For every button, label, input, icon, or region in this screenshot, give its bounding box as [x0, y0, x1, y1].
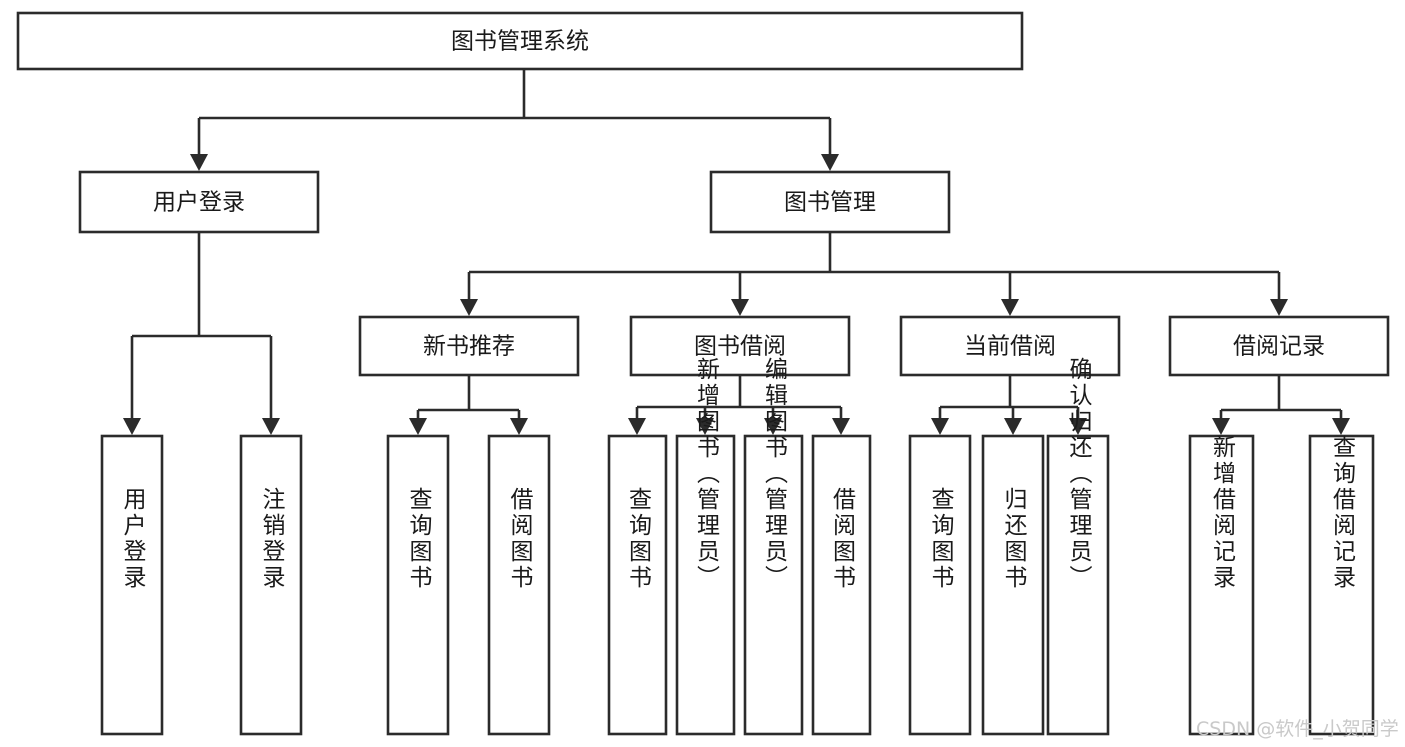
node-box-edit-book[interactable] — [743, 434, 804, 736]
node-box-query-book-2[interactable] — [607, 434, 668, 736]
arrow-down-icon — [1270, 299, 1288, 316]
node-query-borrow-record[interactable]: 查询借阅记录 — [1308, 434, 1375, 736]
node-borrow-book-1[interactable]: 借阅图书 — [487, 434, 551, 736]
arrow-down-icon — [123, 418, 141, 435]
node-box-confirm-return[interactable] — [1046, 434, 1110, 736]
arrow-down-icon — [931, 418, 949, 435]
node-box-user-login-do[interactable] — [100, 434, 164, 736]
node-label-new-book-recommend: 新书推荐 — [423, 334, 515, 360]
arrow-down-icon — [1332, 418, 1350, 435]
node-label-query-book-2: 查询图书 — [625, 487, 653, 591]
arrow-down-icon — [731, 299, 749, 316]
node-user-logout[interactable]: 注销登录 — [239, 434, 303, 736]
node-label-book-borrow: 图书借阅 — [694, 334, 786, 360]
node-label-user-logout: 注销登录 — [258, 487, 286, 591]
node-borrow-book-2[interactable]: 借阅图书 — [811, 434, 872, 736]
node-book-borrow[interactable]: 图书借阅 — [629, 315, 851, 377]
node-box-borrow-book-2[interactable] — [811, 434, 872, 736]
edges-book-borrow-to-leaves — [628, 375, 850, 435]
arrow-down-icon — [510, 418, 528, 435]
edges-current-borrow-to-leaves — [931, 375, 1087, 435]
edges-borrow-records-to-leaves — [1212, 375, 1350, 435]
arrow-down-icon — [1069, 418, 1087, 435]
node-label-borrow-book-2: 借阅图书 — [829, 487, 857, 591]
node-label-root: 图书管理系统 — [451, 29, 589, 55]
edges-book-manage-to-level3 — [460, 232, 1288, 316]
arrow-down-icon — [1001, 299, 1019, 316]
arrow-down-icon — [262, 418, 280, 435]
node-label-user-login-do: 用户登录 — [119, 487, 147, 591]
arrow-down-icon — [190, 154, 208, 171]
node-box-query-borrow-record[interactable] — [1308, 434, 1375, 736]
arrow-down-icon — [821, 154, 839, 171]
node-return-book[interactable]: 归还图书 — [981, 434, 1045, 736]
node-edit-book[interactable]: 编辑图书（管理员） — [743, 357, 804, 736]
node-box-borrow-records[interactable] — [1168, 315, 1390, 377]
arrow-down-icon — [1212, 418, 1230, 435]
node-label-add-book: 新增图书（管理员） — [693, 357, 721, 591]
edges-user-login-to-leaves — [123, 232, 280, 435]
edges-new-book-recommend-to-leaves — [409, 375, 528, 435]
node-box-add-borrow-record[interactable] — [1188, 434, 1255, 736]
node-user-login[interactable]: 用户登录 — [78, 170, 320, 234]
node-add-borrow-record[interactable]: 新增借阅记录 — [1188, 434, 1255, 736]
node-confirm-return[interactable]: 确认归还（管理员） — [1046, 357, 1110, 736]
node-box-book-manage[interactable] — [709, 170, 951, 234]
arrow-down-icon — [1004, 418, 1022, 435]
node-box-query-book-1[interactable] — [386, 434, 450, 736]
node-label-edit-book: 编辑图书（管理员） — [761, 357, 789, 591]
node-box-return-book[interactable] — [981, 434, 1045, 736]
node-box-query-book-3[interactable] — [908, 434, 972, 736]
node-label-query-book-3: 查询图书 — [927, 487, 955, 591]
arrow-down-icon — [764, 418, 782, 435]
node-box-book-borrow[interactable] — [629, 315, 851, 377]
node-box-current-borrow[interactable] — [899, 315, 1121, 377]
node-query-book-3[interactable]: 查询图书 — [908, 434, 972, 736]
node-label-borrow-records: 借阅记录 — [1233, 334, 1325, 360]
arrow-down-icon — [460, 299, 478, 316]
node-user-login-do[interactable]: 用户登录 — [100, 434, 164, 736]
arrow-down-icon — [409, 418, 427, 435]
node-label-current-borrow: 当前借阅 — [964, 334, 1056, 360]
node-label-query-borrow-record: 查询借阅记录 — [1329, 435, 1357, 591]
node-box-user-logout[interactable] — [239, 434, 303, 736]
node-query-book-2[interactable]: 查询图书 — [607, 434, 668, 736]
node-label-user-login: 用户登录 — [153, 190, 245, 216]
node-book-manage[interactable]: 图书管理 — [709, 170, 951, 234]
node-root[interactable]: 图书管理系统 — [16, 11, 1024, 71]
node-box-borrow-book-1[interactable] — [487, 434, 551, 736]
node-label-return-book: 归还图书 — [1000, 487, 1028, 591]
node-current-borrow[interactable]: 当前借阅 — [899, 315, 1121, 377]
arrow-down-icon — [628, 418, 646, 435]
node-box-add-book[interactable] — [675, 434, 736, 736]
node-label-borrow-book-1: 借阅图书 — [506, 487, 534, 591]
node-label-confirm-return: 确认归还（管理员） — [1065, 357, 1093, 591]
node-box-new-book-recommend[interactable] — [358, 315, 580, 377]
edges-root-to-level2 — [190, 69, 839, 171]
arrow-down-icon — [832, 418, 850, 435]
node-query-book-1[interactable]: 查询图书 — [386, 434, 450, 736]
node-label-add-borrow-record: 新增借阅记录 — [1209, 435, 1237, 591]
node-label-query-book-1: 查询图书 — [405, 487, 433, 591]
node-label-book-manage: 图书管理 — [784, 190, 876, 216]
node-new-book-recommend[interactable]: 新书推荐 — [358, 315, 580, 377]
csdn-watermark: CSDN @软件_小贺同学 — [1196, 718, 1399, 740]
node-box-root[interactable] — [16, 11, 1024, 71]
arrow-down-icon — [696, 418, 714, 435]
node-borrow-records[interactable]: 借阅记录 — [1168, 315, 1390, 377]
node-add-book[interactable]: 新增图书（管理员） — [675, 357, 736, 736]
